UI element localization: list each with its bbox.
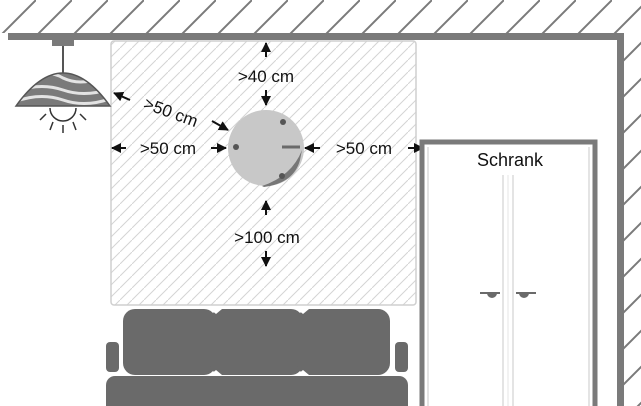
lamp-icon <box>14 40 112 133</box>
right-distance-label: >50 cm <box>336 139 392 158</box>
wardrobe-handle-left-icon <box>480 292 500 298</box>
right-wall <box>617 33 641 406</box>
top-distance-label: >40 cm <box>238 67 294 86</box>
wardrobe-handle-right-icon <box>516 292 536 298</box>
wardrobe-label: Schrank <box>477 150 544 170</box>
bottom-distance-label: >100 cm <box>234 228 300 247</box>
wardrobe <box>419 139 598 406</box>
left-distance-label: >50 cm <box>140 139 196 158</box>
detector-icon <box>228 110 304 187</box>
ceiling-wall <box>0 0 641 40</box>
sofa <box>106 309 408 406</box>
diagonal-distance-arrows <box>113 92 229 131</box>
